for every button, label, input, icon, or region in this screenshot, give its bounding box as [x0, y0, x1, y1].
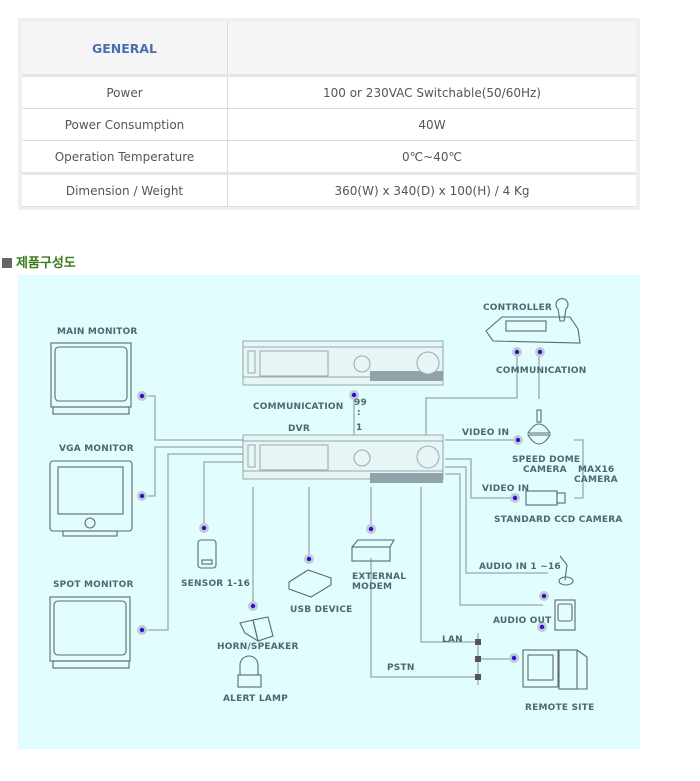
connector-dot [512, 347, 522, 357]
vga-monitor-icon [49, 460, 133, 537]
spec-row-power-consumption: Power Consumption 40W [22, 108, 636, 141]
connector-dot [535, 347, 545, 357]
microphone-icon [558, 555, 574, 586]
spot-monitor-icon [49, 596, 131, 669]
label-standard-ccd-camera: STANDARD CCD CAMERA [494, 515, 623, 525]
line-max16-bracket [574, 439, 584, 499]
spec-row-power: Power 100 or 230VAC Switchable(50/60Hz) [22, 75, 636, 109]
square-bullet-icon [2, 258, 12, 268]
label-max16-1: MAX16 [578, 465, 614, 475]
usb-device-icon [288, 569, 332, 598]
sensor-icon [197, 539, 217, 569]
connector-dot [537, 622, 547, 632]
label-dvr-count-dots: : [357, 408, 361, 418]
label-usb-device: USB DEVICE [290, 605, 352, 615]
connector-dot [510, 493, 520, 503]
label-audio-in: AUDIO IN 1 ~16 [479, 562, 561, 572]
dvr-bottom-icon [242, 434, 444, 483]
section-title-text: 제품구성도 [16, 256, 76, 271]
label-dvr: DVR [288, 424, 310, 434]
spec-value: 40W [227, 108, 636, 141]
external-modem-icon [351, 539, 395, 562]
spec-row-operation-temperature: Operation Temperature 0℃~40℃ [22, 140, 636, 175]
line-audio-in [445, 466, 548, 574]
connector-dot [137, 625, 147, 635]
junction-pstn [475, 674, 481, 680]
label-horn-speaker: HORN/SPEAKER [217, 642, 299, 652]
label-video-in-1: VIDEO IN [462, 428, 509, 438]
label-audio-out: AUDIO OUT [493, 616, 552, 626]
connector-dot [366, 524, 376, 534]
label-communication-controller: COMMUNICATION [496, 366, 587, 376]
label-controller: CONTROLLER [483, 303, 552, 313]
spec-header-row: GENERAL [22, 22, 636, 77]
label-spot-monitor: SPOT MONITOR [53, 580, 134, 590]
spec-header-general: GENERAL [22, 22, 228, 77]
speed-dome-camera-icon [527, 409, 551, 445]
controller-icon [485, 298, 581, 344]
connector-dot [509, 653, 519, 663]
section-title: 제품구성도 [2, 252, 76, 271]
label-external-modem-1: EXTERNAL [352, 572, 406, 582]
connector-dot [199, 523, 209, 533]
connector-dot [304, 554, 314, 564]
label-max16-2: CAMERA [574, 475, 618, 485]
connector-dot [513, 435, 523, 445]
connector-dot [137, 491, 147, 501]
junction-lan [475, 639, 481, 645]
label-speed-dome-2: CAMERA [523, 465, 567, 475]
label-dvr-count-bottom: 1 [356, 423, 362, 433]
line-main-monitor [148, 395, 243, 441]
spec-label: Power [22, 75, 228, 109]
line-pstn [370, 558, 478, 678]
line-audio-out [445, 473, 543, 606]
connector-dot [349, 390, 359, 400]
connector-dot [248, 601, 258, 611]
label-main-monitor: MAIN MONITOR [57, 327, 138, 337]
alert-lamp-icon [237, 655, 262, 688]
horn-speaker-icon [239, 616, 274, 643]
label-dvr-count-top: 99 [354, 398, 367, 408]
main-monitor-icon [50, 342, 132, 415]
connection-lines [148, 355, 584, 685]
ccd-camera-icon [525, 490, 566, 506]
label-communication-dvr: COMMUNICATION [253, 402, 344, 412]
line-sensor [203, 461, 243, 528]
spec-row-dimension-weight: Dimension / Weight 360(W) x 340(D) x 100… [22, 173, 636, 207]
junction-remote [475, 656, 481, 662]
line-controller-comm-1 [425, 355, 518, 437]
connector-dot [137, 391, 147, 401]
spec-header-empty [227, 22, 636, 77]
label-external-modem-2: MODEM [352, 582, 392, 592]
label-alert-lamp: ALERT LAMP [223, 694, 288, 704]
spec-table-container: GENERAL Power 100 or 230VAC Switchable(5… [18, 18, 640, 210]
connector-dots [137, 347, 549, 663]
spec-value: 360(W) x 340(D) x 100(H) / 4 Kg [227, 173, 636, 207]
connector-dot [539, 591, 549, 601]
label-pstn: PSTN [387, 663, 415, 673]
spec-label: Dimension / Weight [22, 173, 228, 207]
dvr-top-icon [242, 340, 444, 386]
label-speed-dome-1: SPEED DOME [512, 455, 580, 465]
system-diagram: MAIN MONITOR VGA MONITOR SPOT MONITOR CO… [18, 275, 640, 749]
line-spot-monitor [148, 453, 243, 631]
label-remote-site: REMOTE SITE [525, 703, 594, 713]
line-lan [420, 487, 478, 643]
line-video-in-2 [445, 458, 510, 499]
spec-value: 100 or 230VAC Switchable(50/60Hz) [227, 75, 636, 109]
spec-table: GENERAL Power 100 or 230VAC Switchable(5… [22, 22, 636, 207]
spec-label: Power Consumption [22, 108, 228, 141]
label-video-in-2: VIDEO IN [482, 484, 529, 494]
line-vga-monitor [148, 446, 243, 497]
spec-label: Operation Temperature [22, 140, 228, 175]
remote-site-pc-icon [522, 649, 588, 690]
spec-value: 0℃~40℃ [227, 140, 636, 175]
speaker-icon [554, 599, 576, 631]
label-sensor: SENSOR 1-16 [181, 579, 250, 589]
diagram-canvas: MAIN MONITOR VGA MONITOR SPOT MONITOR CO… [49, 298, 623, 713]
label-vga-monitor: VGA MONITOR [59, 444, 134, 454]
label-lan: LAN [442, 635, 463, 645]
